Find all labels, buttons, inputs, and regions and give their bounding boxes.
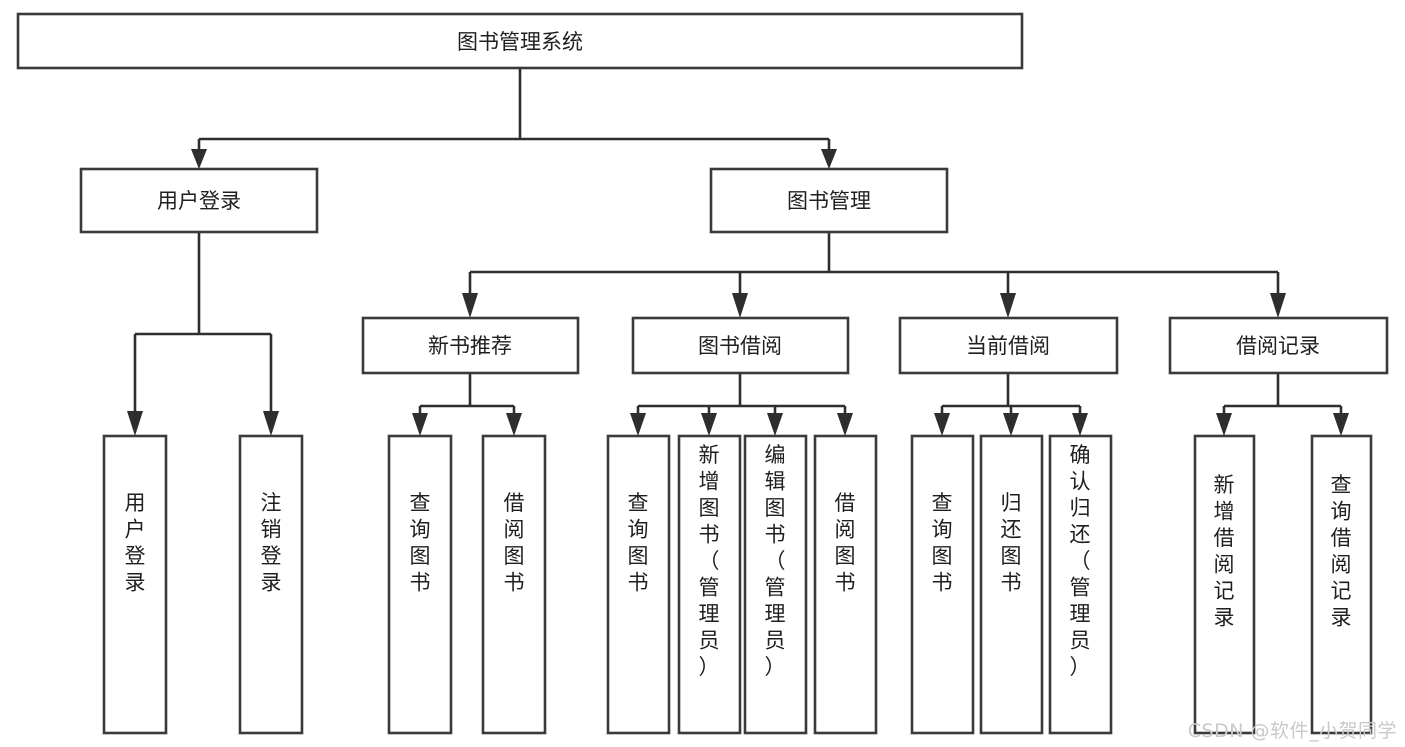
arrow-current-borrow-leaf-1 [934,413,950,436]
node-leaf-edit-book-box[interactable] [743,434,808,735]
node-book-borrow-box[interactable] [631,316,850,375]
arrow-new-book-recommend-leaf-1 [412,413,428,436]
node-leaf-query-book-3[interactable]: 查询图书 [910,434,975,735]
node-leaf-query-record[interactable]: 查询借阅记录 [1310,434,1373,735]
arrow-user-login-leaf-1 [127,411,143,436]
arrow-book-borrow-leaf-4 [837,413,853,436]
arrow-current-borrow-leaf-2 [1003,413,1019,436]
node-leaf-query-record-box[interactable] [1310,434,1373,735]
node-new-book-recommend-box[interactable] [361,316,580,375]
node-leaf-query-book-1-box[interactable] [387,434,453,735]
node-leaf-query-book-1[interactable]: 查询图书 [387,434,453,735]
node-leaf-borrow-book-2-box[interactable] [813,434,878,735]
node-leaf-confirm-return-box[interactable] [1048,434,1113,735]
node-book-borrow[interactable]: 图书借阅 [631,316,850,375]
node-new-book-recommend[interactable]: 新书推荐 [361,316,580,375]
node-book-borrow-label: 图书借阅 [698,334,782,358]
node-book-manage-box[interactable] [709,167,949,234]
node-leaf-borrow-book-1[interactable]: 借阅图书 [481,434,547,735]
arrow-book-borrow-leaf-1 [630,413,646,436]
edge-layer [127,68,1349,436]
node-layer: 图书管理系统 用户登录 图书管理 新书推荐 图书借阅 当前借阅 借阅记录 [16,12,1389,735]
node-user-login-label: 用户登录 [157,189,241,213]
node-current-borrow[interactable]: 当前借阅 [898,316,1119,375]
node-leaf-query-record-label: 查询借阅记录 [1331,473,1352,630]
node-leaf-add-record-box[interactable] [1193,434,1256,735]
node-user-login[interactable]: 用户登录 [79,167,319,234]
node-leaf-add-book-box[interactable] [677,434,742,735]
node-leaf-borrow-book-2[interactable]: 借阅图书 [813,434,878,735]
node-book-manage-label: 图书管理 [787,189,871,213]
node-leaf-add-record-label: 新增借阅记录 [1214,473,1235,630]
arrow-current-borrow-leaf-3 [1072,413,1088,436]
node-leaf-query-book-3-box[interactable] [910,434,975,735]
node-leaf-user-login-label: 用户登录 [125,491,146,595]
node-leaf-return-book-box[interactable] [979,434,1044,735]
node-book-manage[interactable]: 图书管理 [709,167,949,234]
arrow-root-to-book-manage [821,149,837,169]
node-leaf-return-book[interactable]: 归还图书 [979,434,1044,735]
arrow-borrow-record-leaf-1 [1216,413,1232,436]
node-current-borrow-box[interactable] [898,316,1119,375]
node-leaf-query-book-2-box[interactable] [606,434,671,735]
node-leaf-user-login[interactable]: 用户登录 [102,434,168,735]
node-leaf-add-record[interactable]: 新增借阅记录 [1193,434,1256,735]
node-leaf-user-login-box[interactable] [102,434,168,735]
node-leaf-edit-book-label: 编辑图书（管理员） [765,443,786,679]
node-root-box[interactable] [16,12,1024,70]
arrow-book-manage-to-current-borrow [1000,293,1016,318]
arrow-borrow-record-leaf-2 [1333,413,1349,436]
arrow-root-to-user-login [191,149,207,169]
node-leaf-return-book-label: 归还图书 [1001,491,1022,595]
arrow-book-manage-to-book-borrow [732,293,748,318]
arrow-new-book-recommend-leaf-2 [506,413,522,436]
node-leaf-user-logout-box[interactable] [238,434,304,735]
node-borrow-record[interactable]: 借阅记录 [1168,316,1389,375]
node-leaf-add-book[interactable]: 新增图书（管理员） [677,434,742,735]
arrow-book-manage-to-borrow-record [1270,293,1286,318]
node-root[interactable]: 图书管理系统 [16,12,1024,70]
arrow-book-borrow-leaf-2 [701,413,717,436]
node-borrow-record-label: 借阅记录 [1236,334,1320,358]
node-leaf-borrow-book-1-label: 借阅图书 [504,491,525,595]
arrow-book-borrow-leaf-3 [767,413,783,436]
arrow-user-login-leaf-2 [263,411,279,436]
node-user-login-box[interactable] [79,167,319,234]
node-leaf-query-book-1-label: 查询图书 [410,491,431,595]
node-leaf-query-book-2-label: 查询图书 [628,491,649,595]
node-borrow-record-box[interactable] [1168,316,1389,375]
node-root-label: 图书管理系统 [457,30,583,54]
node-leaf-user-logout[interactable]: 注销登录 [238,434,304,735]
node-leaf-borrow-book-2-label: 借阅图书 [835,491,856,595]
node-leaf-query-book-3-label: 查询图书 [932,491,953,595]
node-leaf-confirm-return-label: 确认归还（管理员） [1070,443,1091,679]
node-leaf-edit-book[interactable]: 编辑图书（管理员） [743,434,808,735]
node-leaf-confirm-return[interactable]: 确认归还（管理员） [1048,434,1113,735]
node-new-book-recommend-label: 新书推荐 [428,334,512,358]
node-leaf-user-logout-label: 注销登录 [261,491,282,595]
node-current-borrow-label: 当前借阅 [966,334,1050,358]
node-leaf-add-book-label: 新增图书（管理员） [699,443,720,679]
node-leaf-borrow-book-1-box[interactable] [481,434,547,735]
node-leaf-query-book-2[interactable]: 查询图书 [606,434,671,735]
csdn-watermark: CSDN @软件_小贺同学 [1187,720,1397,742]
arrow-book-manage-to-new-book-recommend [462,293,478,318]
